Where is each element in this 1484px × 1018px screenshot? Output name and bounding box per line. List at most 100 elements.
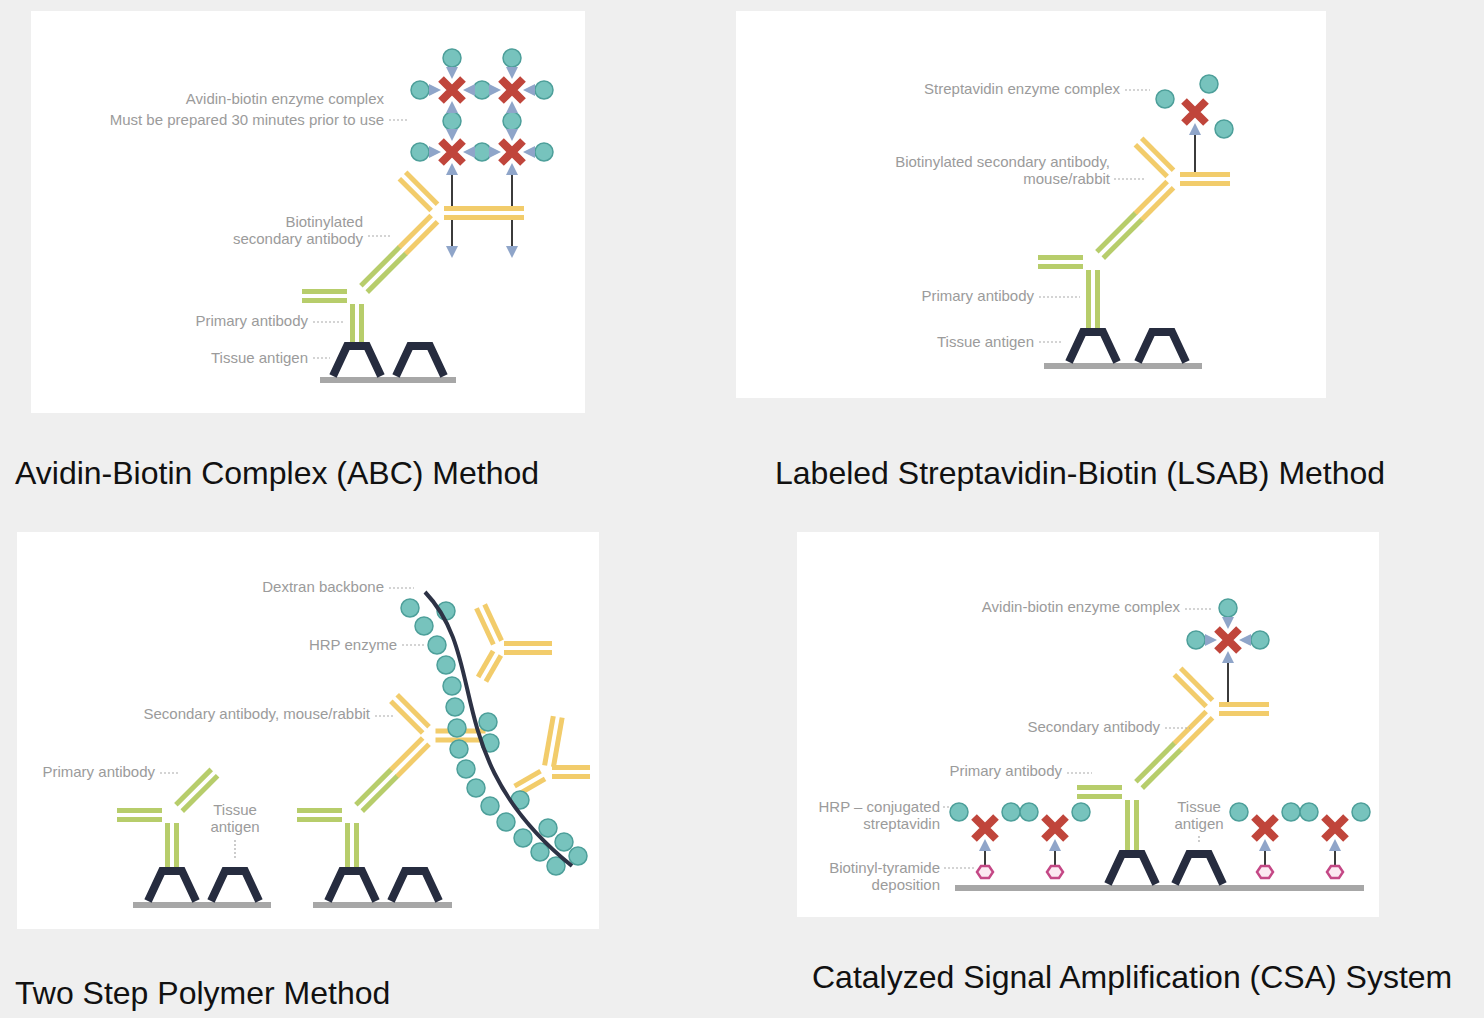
antibody-bar xyxy=(1219,702,1269,716)
streptavidin-cross xyxy=(974,817,996,839)
panel-ground xyxy=(736,11,1326,398)
hrp-bead xyxy=(555,833,573,851)
antibody-bar xyxy=(1180,172,1230,186)
antibody-bar xyxy=(302,289,347,303)
hrp-bead xyxy=(450,740,468,758)
tissue-antigen xyxy=(333,346,381,376)
biotin-stem xyxy=(1334,851,1336,865)
tissue-antigen xyxy=(328,871,376,901)
dextran-backbone xyxy=(425,592,572,866)
antibody-bar xyxy=(1077,785,1122,799)
hrp-bead xyxy=(437,656,455,674)
method-panel: Catalyzed Signal Amplification (CSA) Sys… xyxy=(797,532,1379,917)
callout-label: Tissue antigen xyxy=(937,333,1034,350)
callout-label: Avidin-biotin enzyme complex xyxy=(186,90,384,107)
callout-label: Primary antibody xyxy=(42,763,155,780)
avidin-cross xyxy=(441,79,463,101)
tyramide-hexagon xyxy=(977,866,993,878)
tissue-antigen xyxy=(1138,332,1186,362)
enzyme-bead xyxy=(1352,803,1370,821)
streptavidin-cross xyxy=(1184,101,1206,123)
antibody-bar xyxy=(476,650,503,683)
callout-label: Tissue antigen xyxy=(1171,798,1227,832)
leader-line xyxy=(402,644,424,645)
callout-label: Biotinylated secondary antibody, mouse/r… xyxy=(880,153,1110,187)
antibody-bar xyxy=(297,808,342,822)
antibody-bar xyxy=(165,823,179,867)
antibody-bar xyxy=(174,768,219,813)
biotin-stem xyxy=(984,851,986,865)
streptavidin-cross xyxy=(1254,817,1276,839)
biotin-head xyxy=(446,163,458,175)
enzyme-bead xyxy=(1230,803,1248,821)
biotin-head xyxy=(979,839,991,851)
panel-ground xyxy=(31,11,585,413)
leader-line xyxy=(1125,89,1150,90)
hrp-bead xyxy=(401,599,419,617)
biotin-head xyxy=(463,146,475,158)
biotin-stem xyxy=(1227,663,1229,702)
tyramide-hexagon xyxy=(1047,866,1063,878)
leader-line xyxy=(1039,341,1062,342)
enzyme-bead xyxy=(535,143,553,161)
callout-label: Primary antibody xyxy=(921,287,1034,304)
callout-label: Primary antibody xyxy=(949,762,1062,779)
panel-heading: Avidin-Biotin Complex (ABC) Method xyxy=(15,454,539,492)
biotin-head xyxy=(523,146,535,158)
streptavidin-cross xyxy=(1324,817,1346,839)
antibody-bar xyxy=(1095,211,1144,260)
method-panel: Two Step Polymer MethodDextran backboneH… xyxy=(17,532,599,929)
callout-label: Secondary antibody, mouse/rabbit xyxy=(143,705,370,722)
tissue-antigen xyxy=(211,871,259,901)
tissue-antigen xyxy=(1069,332,1117,362)
leader-line xyxy=(313,321,343,322)
leader-line xyxy=(1039,296,1080,297)
slide xyxy=(320,377,456,383)
tissue-antigen xyxy=(148,871,196,901)
hrp-bead xyxy=(481,797,499,815)
enzyme-bead xyxy=(411,81,429,99)
enzyme-bead xyxy=(1219,599,1237,617)
biotin-head xyxy=(1329,839,1341,851)
callout-label: Streptavidin enzyme complex xyxy=(924,80,1120,97)
leader-line xyxy=(1185,608,1212,609)
biotin-stem xyxy=(451,175,453,206)
enzyme-bead xyxy=(411,143,429,161)
avidin-cross xyxy=(501,79,523,101)
biotin-head xyxy=(1189,123,1201,135)
biotin-head xyxy=(429,84,441,96)
biotin-head xyxy=(506,129,518,141)
tissue-antigen xyxy=(1175,854,1223,884)
biotin-stem xyxy=(511,220,513,248)
tissue-antigen xyxy=(391,871,439,901)
tissue-antigen xyxy=(1108,854,1156,884)
enzyme-bead xyxy=(1200,75,1218,93)
antibody-bar xyxy=(1134,137,1176,179)
callout-label: Avidin-biotin enzyme complex xyxy=(982,598,1180,615)
antibody-bar xyxy=(1086,270,1100,328)
enzyme-bead xyxy=(503,49,521,67)
hrp-bead xyxy=(514,829,532,847)
biotin-stem xyxy=(1264,851,1266,865)
biotin-head xyxy=(506,246,518,258)
enzyme-bead xyxy=(503,112,521,130)
antibody-bar xyxy=(474,603,504,645)
biotin-head xyxy=(1049,839,1061,851)
antibody-bar xyxy=(1173,667,1215,709)
leader-line xyxy=(389,587,414,588)
slide xyxy=(133,902,271,908)
hrp-bead xyxy=(497,813,515,831)
avidin-cross xyxy=(441,141,463,163)
slide xyxy=(1044,363,1202,369)
biotin-head xyxy=(463,84,475,96)
leader-line xyxy=(234,840,235,860)
enzyme-bead xyxy=(535,81,553,99)
biotin-head xyxy=(506,101,518,113)
antibody-bar xyxy=(1125,800,1139,850)
enzyme-bead xyxy=(1002,803,1020,821)
leader-line xyxy=(1198,836,1199,844)
enzyme-bead xyxy=(1282,803,1300,821)
leader-line xyxy=(1067,772,1092,773)
biotin-stem xyxy=(1194,135,1196,172)
callout-label: HRP – conjugated streptavidin xyxy=(800,798,940,832)
